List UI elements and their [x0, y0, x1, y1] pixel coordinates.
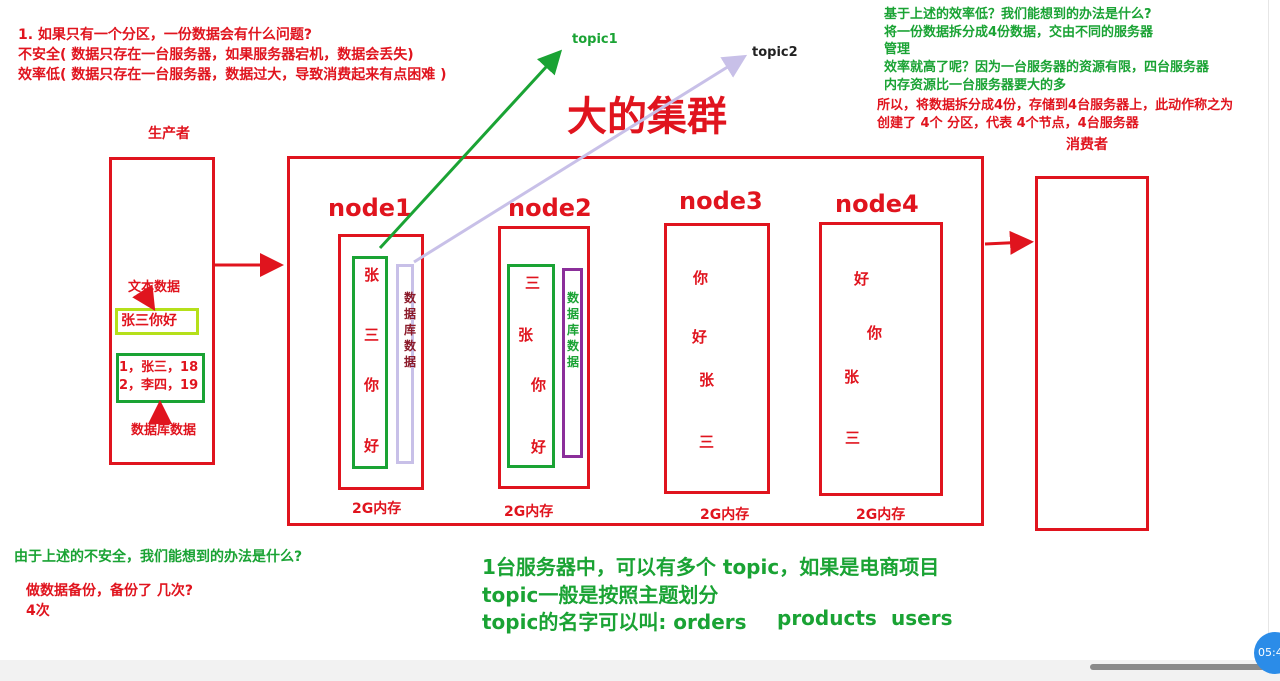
text-label-arrow — [132, 284, 156, 312]
node4-memory: 2G内存 — [856, 507, 906, 523]
node2-char-4: 好 — [531, 438, 547, 456]
text-data-box — [115, 308, 199, 335]
question-line2: 不安全( 数据只存在一台服务器，如果服务器宕机，数据会丢失) — [18, 47, 414, 63]
node2-char-3: 你 — [531, 376, 547, 394]
efficiency-line4: 效率就高了呢？因为一台服务器的资源有限，四台服务器 — [884, 60, 1210, 75]
topic-note-line3-mid: products — [777, 606, 877, 630]
node1-char-3: 你 — [364, 376, 380, 394]
consumer-title: 消费者 — [1066, 137, 1108, 153]
node3-char-3: 张 — [699, 371, 715, 389]
node4-char-3: 张 — [844, 368, 860, 386]
consumer-box — [1035, 176, 1149, 531]
efficiency-line1: 基于上述的效率低？我们能想到的办法是什么? — [884, 7, 1152, 22]
topic2-arrow — [413, 54, 748, 264]
partition-line1: 所以，将数据拆分成4份，存储到4台服务器上，此动作称之为 — [877, 98, 1234, 113]
node2-char-2: 张 — [518, 326, 534, 344]
producer-title: 生产者 — [148, 126, 190, 142]
db-row-1: 1，张三，18 — [119, 360, 199, 375]
node3-title: node3 — [679, 187, 763, 215]
node3-char-1: 你 — [693, 269, 709, 287]
node4-box — [819, 222, 943, 496]
node4-char-1: 好 — [854, 270, 870, 288]
db-data-label: 数据库数据 — [131, 423, 197, 438]
node4-title: node4 — [835, 190, 919, 218]
backup-count: 4次 — [26, 603, 50, 619]
right-edge-line — [1268, 0, 1269, 640]
topic2-label: topic2 — [752, 45, 798, 60]
question-line1: 1. 如果只有一个分区，一份数据会有什么问题? — [18, 27, 313, 43]
db-row-2: 2，李四，19 — [119, 378, 199, 393]
clock-badge[interactable]: 05:4 — [1254, 632, 1280, 674]
node2-box — [498, 226, 590, 489]
cluster-box — [287, 156, 984, 526]
text-data-value: 张三你好 — [121, 313, 177, 329]
cluster-to-consumer-arrow — [984, 230, 1034, 255]
partition-line2: 创建了 4个 分区，代表 4个节点，4台服务器 — [877, 116, 1139, 131]
question-line3: 效率低( 数据只存在一台服务器，数据过大，导致消费起来有点困难 ) — [18, 67, 447, 83]
topic-note-line3-prefix: topic的名字可以叫: orders — [482, 610, 747, 634]
node2-title: node2 — [508, 194, 592, 222]
efficiency-line3: 管理 — [884, 42, 911, 57]
node1-memory: 2G内存 — [352, 501, 402, 517]
node3-char-2: 好 — [692, 328, 708, 346]
node2-char-1: 三 — [525, 274, 541, 292]
horizontal-scrollbar[interactable] — [1090, 664, 1265, 670]
node1-db-label: 数据库数据 — [403, 291, 416, 369]
backup-answer: 做数据备份，备份了 几次? — [26, 583, 193, 599]
node3-char-4: 三 — [699, 433, 715, 451]
topic1-label: topic1 — [572, 32, 618, 47]
node1-title: node1 — [328, 194, 412, 222]
node2-text-partition — [507, 264, 555, 468]
topic1-arrow — [378, 49, 563, 250]
bottom-strip — [0, 660, 1280, 681]
backup-question: 由于上述的不安全，我们能想到的办法是什么? — [14, 549, 303, 565]
node2-db-label: 数据库数据 — [566, 291, 579, 369]
node2-memory: 2G内存 — [504, 504, 554, 520]
efficiency-line5: 内存资源比一台服务器要大的多 — [884, 78, 1067, 93]
topic-note-line3-end: users — [891, 606, 953, 630]
node1-db-partition — [396, 264, 414, 464]
node1-text-partition — [352, 256, 388, 469]
node1-char-4: 好 — [364, 437, 380, 455]
node3-memory: 2G内存 — [700, 507, 750, 523]
producer-box — [109, 157, 215, 465]
efficiency-line2: 将一份数据拆分成4份数据，交由不同的服务器 — [884, 25, 1154, 40]
node1-box — [338, 234, 424, 490]
topic-note-line1: 1台服务器中，可以有多个 topic，如果是电商项目 — [482, 555, 940, 579]
node4-char-4: 三 — [845, 429, 861, 447]
node2-db-partition — [562, 268, 583, 458]
node4-char-2: 你 — [867, 324, 883, 342]
topic-note-line2: topic一般是按照主题划分 — [482, 583, 719, 607]
node1-char-2: 三 — [364, 326, 380, 344]
node1-char-1: 张 — [364, 266, 380, 284]
node3-box — [664, 223, 770, 494]
